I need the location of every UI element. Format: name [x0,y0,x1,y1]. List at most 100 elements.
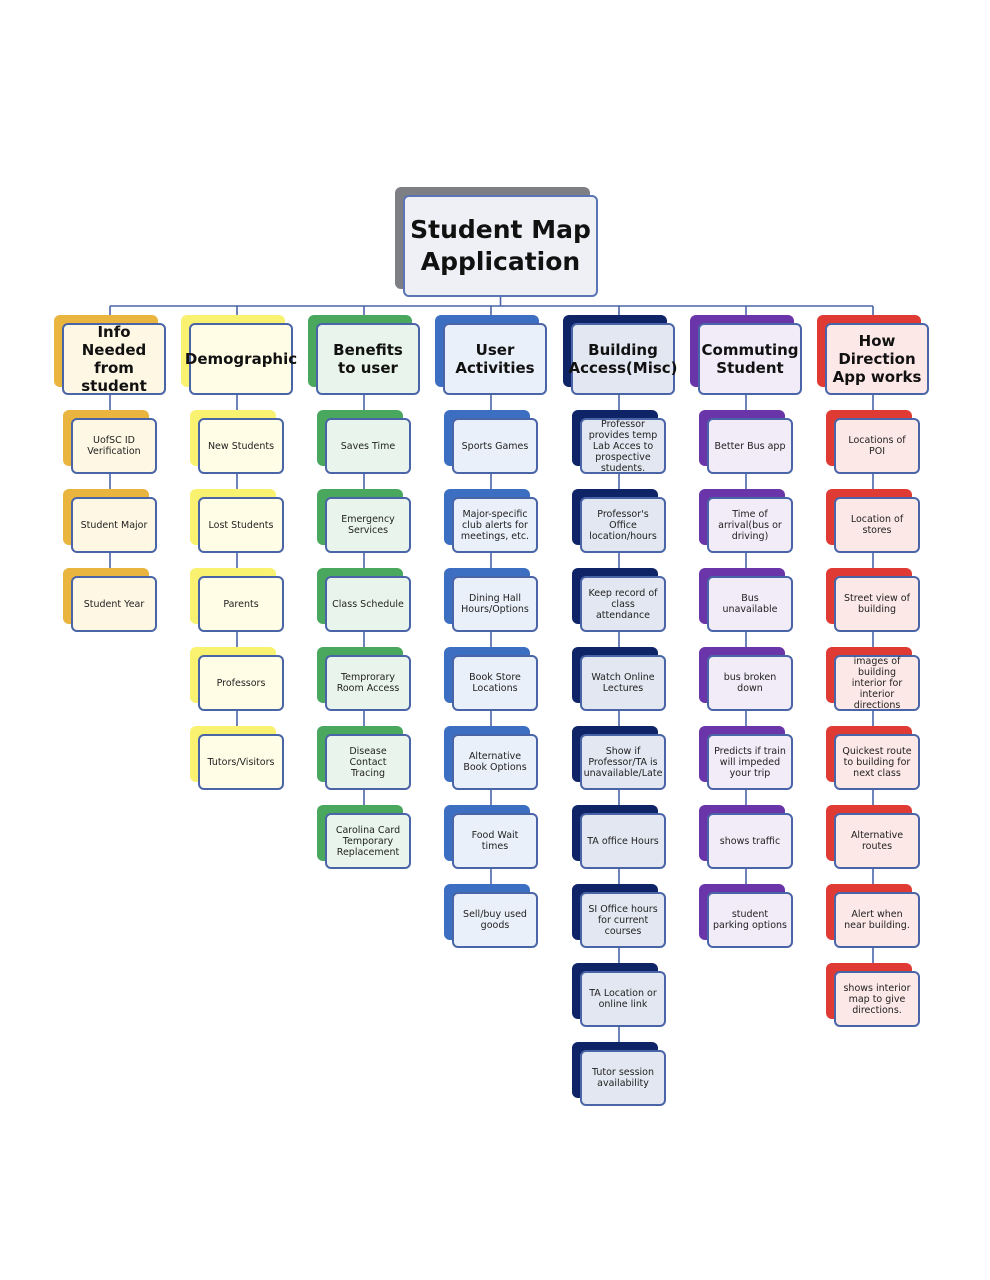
category-4-item-label: Book Store Locations [469,672,521,694]
category-5-item-box: TA Location or online link [580,971,666,1027]
category-4-item: Book Store Locations [444,647,538,711]
category-6-item: student parking options [699,884,793,948]
category-4-label: User Activities [455,341,535,377]
category-2-item-label: Parents [223,598,259,610]
category-5-item-box: Professor provides temp Lab Acces to pro… [580,418,666,474]
category-5-item-label: TA Location or online link [589,988,657,1010]
category-4-item: Major-specific club alerts for meetings,… [444,489,538,553]
category-7-item-box: Alert when near building. [834,892,920,948]
category-5-item-box: SI Office hours for current courses [580,892,666,948]
category-7-item-label: Locations of POI [848,435,906,457]
category-6-item-label: Time of arrival(bus or driving) [718,508,782,542]
category-3-node: Benefits to user [308,315,420,395]
category-7-item: Alternative routes [826,805,920,869]
category-6-item: Bus unavailable [699,568,793,632]
category-6-node: Commuting Student [690,315,802,395]
category-7-item: Locations of POI [826,410,920,474]
category-2-item-box: Professors [198,655,284,711]
category-5-item-label: Tutor session availability [591,1067,654,1089]
category-1-item: Student Major [63,489,157,553]
category-4-item: Dining Hall Hours/Options [444,568,538,632]
category-7-item: Quickest route to building for next clas… [826,726,920,790]
category-5-item: TA office Hours [572,805,666,869]
category-4-item: Sell/buy used goods [444,884,538,948]
category-4-item-label: Major-specific club alerts for meetings,… [460,508,530,542]
category-2-item-box: Parents [198,576,284,632]
category-4-item-box: Sports Games [452,418,538,474]
category-5-item-label: Watch Online Lectures [591,672,655,694]
category-4-node: User Activities [435,315,547,395]
category-6-item-box: Better Bus app [707,418,793,474]
category-5-item: TA Location or online link [572,963,666,1027]
category-5-label: Building Access(Misc) [568,341,678,377]
category-4-box: User Activities [443,323,547,395]
category-1-label: Info Needed from student [81,323,147,395]
category-3-label: Benefits to user [333,341,403,377]
category-3-item-label: Temprorary Room Access [336,672,400,694]
category-5-item: Watch Online Lectures [572,647,666,711]
category-5-item: Professor provides temp Lab Acces to pro… [572,410,666,474]
category-7-node: How Direction App works [817,315,929,395]
category-3-item: Temprorary Room Access [317,647,411,711]
category-3-item: Emergency Services [317,489,411,553]
category-6-item: Predicts if train will impeded your trip [699,726,793,790]
category-6-item-box: bus broken down [707,655,793,711]
category-6-item-label: Predicts if train will impeded your trip [714,745,786,779]
category-7-item: Street view of building [826,568,920,632]
category-7-item: shows interior map to give directions. [826,963,920,1027]
category-5-item-box: Tutor session availability [580,1050,666,1106]
category-4-item-box: Major-specific club alerts for meetings,… [452,497,538,553]
category-1-item-box: UofSC ID Verification [71,418,157,474]
category-7-item-box: Alternative routes [834,813,920,869]
category-6-item: Time of arrival(bus or driving) [699,489,793,553]
category-5-item-box: Watch Online Lectures [580,655,666,711]
category-7-label: How Direction App works [832,332,922,386]
category-2-item-label: New Students [207,440,275,452]
category-1-box: Info Needed from student [62,323,166,395]
category-5-item-box: Show if Professor/TA is unavailable/Late [580,734,666,790]
category-3-item-box: Emergency Services [325,497,411,553]
category-6-item-label: bus broken down [723,672,777,694]
category-6-item: shows traffic [699,805,793,869]
category-3-item-box: Disease Contact Tracing [325,734,411,790]
category-3-item-label: Emergency Services [341,514,395,536]
category-3-item-label: Carolina Card Temporary Replacement [335,824,401,858]
category-2-item-label: Professors [216,677,266,689]
root-box: Student Map Application [403,195,598,297]
category-1-item-label: Student Year [83,598,145,610]
category-5-node: Building Access(Misc) [563,315,678,395]
category-7-item-box: Locations of POI [834,418,920,474]
category-5-box: Building Access(Misc) [568,323,678,395]
category-7-item-box: Location of stores [834,497,920,553]
category-4-item: Sports Games [444,410,538,474]
category-5-item-label: Show if Professor/TA is unavailable/Late [583,745,663,779]
category-4-item-label: Alternative Book Options [463,751,527,773]
category-1-item: UofSC ID Verification [63,410,157,474]
category-6-item-box: Time of arrival(bus or driving) [707,497,793,553]
category-2-item-label: Tutors/Visitors [207,756,275,768]
category-7-item-label: shows interior map to give directions. [843,982,911,1016]
category-6-item-label: student parking options [713,909,787,931]
category-7-item-box: images of building interior for interior… [834,655,920,711]
category-2-item: Tutors/Visitors [190,726,284,790]
category-7-item-label: images of building interior for interior… [851,655,903,711]
category-6-box: Commuting Student [698,323,802,395]
category-4-item-box: Alternative Book Options [452,734,538,790]
root-node: Student Map Application [395,187,598,297]
category-3-item-label: Class Schedule [332,598,404,610]
category-7-item: Location of stores [826,489,920,553]
category-5-item-label: Professor provides temp Lab Acces to pro… [588,418,658,474]
category-2-item-box: Lost Students [198,497,284,553]
category-5-item-label: Keep record of class attendance [588,587,658,621]
category-6-item: Better Bus app [699,410,793,474]
category-3-item-box: Class Schedule [325,576,411,632]
category-2-item: Lost Students [190,489,284,553]
category-5-item: Tutor session availability [572,1042,666,1106]
category-4-item-box: Dining Hall Hours/Options [452,576,538,632]
category-4-item-box: Sell/buy used goods [452,892,538,948]
category-2-item-box: Tutors/Visitors [198,734,284,790]
category-5-item: Keep record of class attendance [572,568,666,632]
category-5-item: SI Office hours for current courses [572,884,666,948]
category-4-item-label: Dining Hall Hours/Options [461,593,529,615]
